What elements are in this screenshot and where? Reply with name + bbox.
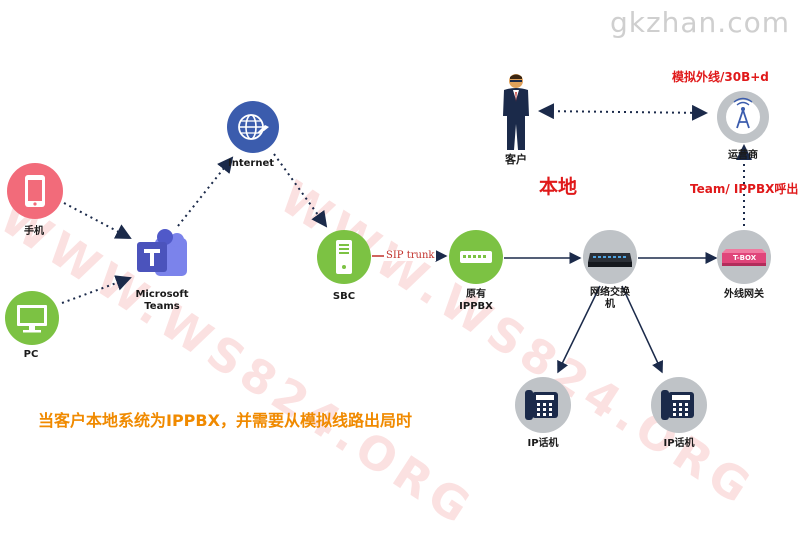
ippbx-icon bbox=[449, 230, 503, 284]
gateway-box-label: T-BOX bbox=[733, 254, 757, 262]
link-internet-sbc bbox=[273, 153, 328, 228]
switch-label-line2: 机 bbox=[605, 299, 615, 310]
phone-icon bbox=[7, 163, 63, 219]
switch-icon bbox=[583, 230, 637, 284]
outbound-label: Team/ IPPBX呼出 bbox=[690, 182, 799, 196]
pc-label: PC bbox=[23, 349, 39, 360]
switch-label-line1: 网络交换 bbox=[590, 287, 630, 298]
gateway-icon bbox=[717, 230, 771, 284]
ip-phone-icon bbox=[651, 377, 707, 433]
link-switch-ipphone2 bbox=[621, 285, 664, 374]
connectors bbox=[61, 103, 752, 374]
sbc-label: SBC bbox=[332, 291, 356, 302]
server-icon bbox=[317, 230, 371, 284]
internet-label: Internet bbox=[227, 158, 275, 169]
pc-icon bbox=[5, 291, 59, 345]
brand-text: gkzhan.com bbox=[609, 6, 790, 39]
analog-line-label: 模拟外线/30B+d bbox=[672, 70, 769, 84]
link-pc-teams bbox=[61, 275, 132, 304]
switch-label: 网络交换 机 bbox=[590, 287, 630, 311]
ippbx-label-line1: 原有 bbox=[466, 289, 486, 300]
teams-icon bbox=[137, 229, 187, 276]
link-teams-internet bbox=[177, 156, 234, 227]
carrier-label: 运营商 bbox=[728, 150, 758, 161]
ippbx-label: 原有 IPPBX bbox=[459, 289, 493, 313]
gateway-label: 外线网关 bbox=[724, 289, 764, 300]
caption: 当客户本地系统为IPPBX，并需要从模拟线路出局时 bbox=[38, 411, 412, 430]
person-icon bbox=[503, 74, 529, 150]
sip-trunk-label: SIP trunk bbox=[384, 250, 437, 261]
ip-phone-label: IP话机 bbox=[663, 438, 695, 449]
antenna-icon bbox=[717, 91, 769, 143]
ip-phone-label: IP话机 bbox=[527, 438, 559, 449]
phone-label: 手机 bbox=[24, 226, 44, 237]
teams-label-line2: Teams bbox=[144, 301, 180, 312]
ip-phone-icon bbox=[515, 377, 571, 433]
teams-label-line1: Microsoft bbox=[135, 289, 189, 300]
teams-label: Microsoft Teams bbox=[135, 289, 188, 313]
globe-icon bbox=[227, 101, 279, 153]
ippbx-label-line2: IPPBX bbox=[459, 301, 493, 312]
link-switch-ipphone1 bbox=[557, 285, 601, 374]
local-label: 本地 bbox=[539, 176, 578, 198]
customer-label: 客户 bbox=[505, 153, 527, 166]
link-phone-teams bbox=[63, 202, 132, 239]
link-customer-carrier bbox=[538, 103, 708, 121]
